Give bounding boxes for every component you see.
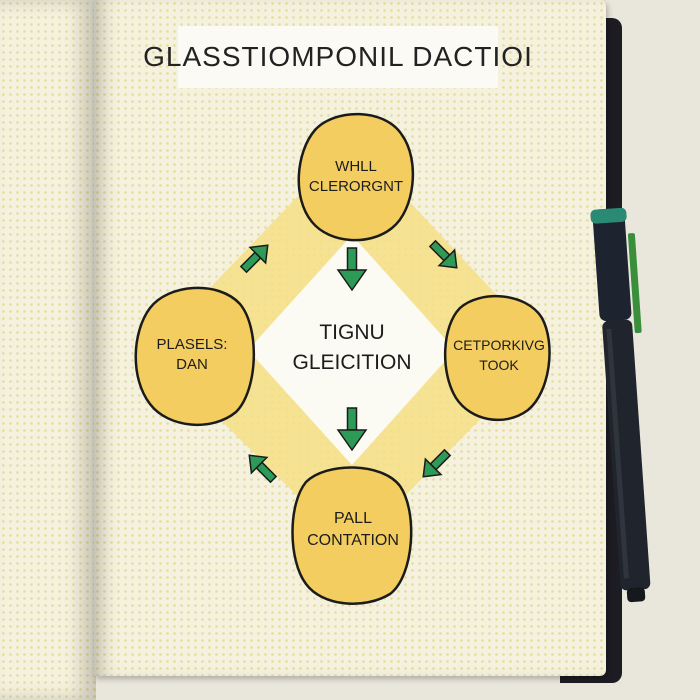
arrow-icon [422, 448, 452, 478]
node-bottom-label: PALL CONTATION [307, 508, 399, 552]
node-bottom-shape [291, 466, 413, 605]
arrow-icon [336, 407, 368, 452]
center-line2: GLEICITION [292, 351, 412, 374]
node-left-line2: DAN [176, 356, 208, 373]
left-page [0, 0, 96, 700]
node-right-line2: TOOK [479, 357, 519, 373]
arrow-icon [248, 454, 278, 484]
node-bottom-line2: CONTATION [307, 532, 399, 549]
arrow-icon [428, 239, 458, 269]
node-left-shape [134, 286, 255, 427]
node-top-label: WHLL CLERORGNT [309, 157, 403, 197]
node-top-line1: WHLL [335, 158, 377, 175]
arrow-icon [336, 247, 368, 292]
title-label: GLASSTIOMPONIL DACTIOI [143, 26, 532, 88]
node-bottom-line1: PALL [334, 510, 372, 527]
arrow-icon [239, 244, 269, 274]
pen-icon [590, 207, 651, 603]
node-right-line1: CETPORKIVG [453, 337, 545, 353]
node-top-line2: CLERORGNT [308, 178, 404, 195]
inner-white-diamond [248, 235, 455, 465]
page-title: GLASSTIOMPONIL DACTIOI [143, 41, 533, 72]
node-left-line1: PLASELS: [156, 336, 228, 353]
node-left-label: PLASELS: DAN [157, 335, 228, 375]
center-line1: TIGNU [319, 321, 385, 344]
node-right-label: CETPORKIVG TOOK [453, 335, 545, 375]
center-label: TIGNU GLEICITION [292, 318, 411, 378]
node-right-shape [443, 294, 551, 422]
node-top-shape [297, 112, 415, 242]
